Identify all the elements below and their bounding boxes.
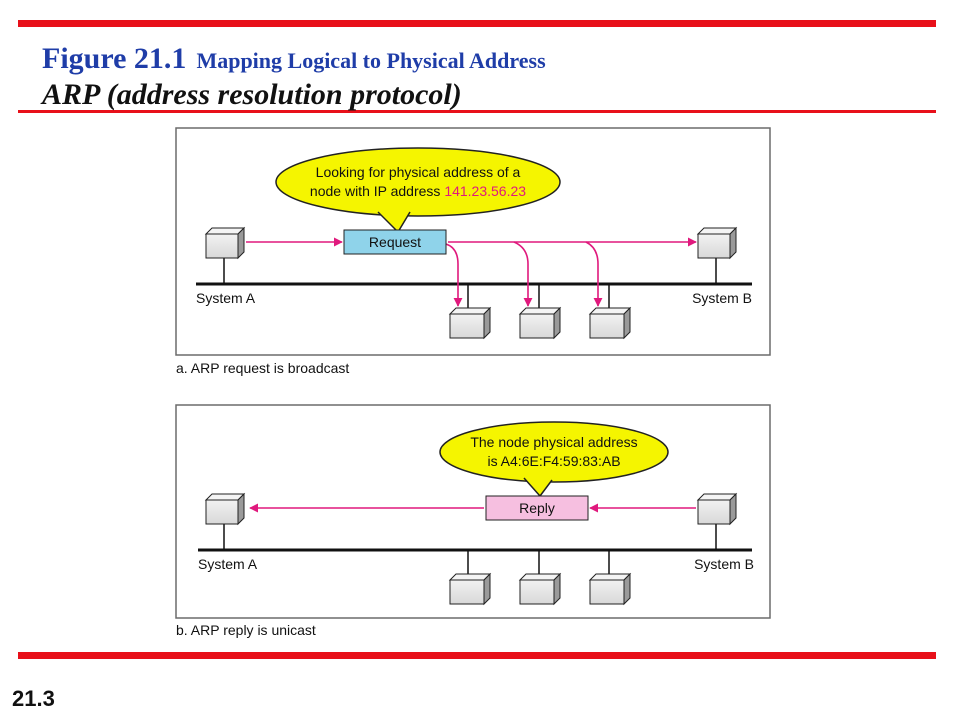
panel-a-request-label: Request <box>369 234 421 250</box>
panel-b-reply-label: Reply <box>519 500 555 516</box>
panel-a-caption: a. ARP request is broadcast <box>176 360 349 376</box>
panel-a-host-2-computer-icon <box>518 284 562 340</box>
panel-b-host-3-computer-icon <box>588 550 632 606</box>
slide-title: Figure 21.1 Mapping Logical to Physical A… <box>42 42 546 76</box>
figure-label: Figure 21.1 <box>42 42 187 75</box>
top-rule <box>18 20 936 27</box>
panel-a-system-b-computer-icon <box>696 226 738 284</box>
panel-a-bubble-line1: Looking for physical address of a <box>316 164 521 180</box>
panel-b: The node physical address is A4:6E:F4:59… <box>175 404 771 638</box>
panel-b-reply-packet <box>485 495 589 521</box>
panel-b-system-b-computer-icon <box>696 492 738 550</box>
slide-subtitle: ARP (address resolution protocol) <box>42 78 462 111</box>
panel-a-system-a-computer-icon <box>204 226 246 284</box>
page-number: 21.3 <box>12 686 55 711</box>
panel-a-system-b-label: System B <box>692 290 752 306</box>
panel-a-system-a-label: System A <box>196 290 256 306</box>
panel-b-system-b-label: System B <box>694 556 754 572</box>
panel-b-system-a-label: System A <box>198 556 258 572</box>
panel-b-system-a-computer-icon <box>204 492 246 550</box>
panel-a-broadcast-arrow-1 <box>445 243 463 307</box>
panel-a-ip-address: 141.23.56.23 <box>444 183 526 199</box>
panel-a-bubble: Looking for physical address of a node w… <box>275 147 561 233</box>
title-rule <box>18 110 936 113</box>
panel-a-bubble-prefix: node with IP address <box>310 183 444 199</box>
panel-b-bubble: The node physical address is A4:6E:F4:59… <box>439 421 669 497</box>
panel-a-host-3-computer-icon <box>588 284 632 340</box>
panel-b-caption: b. ARP reply is unicast <box>176 622 316 638</box>
panel-b-bubble-line2: is A4:6E:F4:59:83:AB <box>487 453 620 469</box>
panel-b-bubble-line1: The node physical address <box>470 434 637 450</box>
panel-b-host-1-computer-icon <box>448 550 492 606</box>
panel-a-broadcast-arrow-2 <box>513 241 533 307</box>
panel-a: Looking for physical address of a node w… <box>175 127 771 376</box>
panel-a-host-1-computer-icon <box>448 284 492 340</box>
panel-a-bubble-line2: node with IP address 141.23.56.23 <box>310 183 526 199</box>
figure-title: Mapping Logical to Physical Address <box>196 48 546 73</box>
panel-a-broadcast-arrow-3 <box>585 241 603 307</box>
panel-b-host-2-computer-icon <box>518 550 562 606</box>
bottom-rule <box>18 652 936 659</box>
panel-a-request-packet <box>343 229 447 255</box>
